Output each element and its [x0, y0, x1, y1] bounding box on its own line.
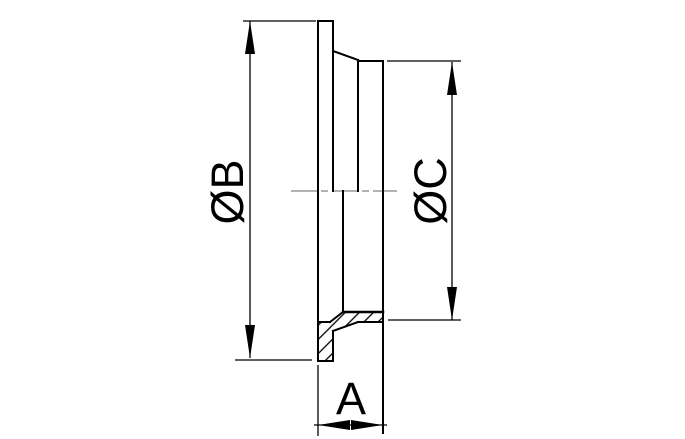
part-outline — [317, 20, 385, 434]
phi-c-label: ØC — [405, 157, 456, 225]
socket-chamfer — [328, 310, 345, 324]
dimension-phi-c: ØC — [387, 60, 461, 321]
a-arrow-left-icon — [318, 420, 350, 430]
phi-c-arrow-down-icon — [447, 287, 457, 320]
section-hatching — [318, 312, 383, 361]
taper-lower-edge — [331, 320, 360, 333]
phi-b-label: ØB — [202, 159, 253, 224]
phi-b-arrow-up-icon — [245, 21, 255, 54]
dimension-a: A — [314, 365, 387, 436]
taper-upper-edge — [331, 49, 360, 62]
phi-b-arrow-down-icon — [245, 325, 255, 358]
a-label: A — [336, 373, 366, 424]
a-arrow-right-icon — [351, 420, 383, 430]
phi-c-arrow-up-icon — [447, 62, 457, 95]
dimension-phi-b: ØB — [202, 20, 316, 361]
